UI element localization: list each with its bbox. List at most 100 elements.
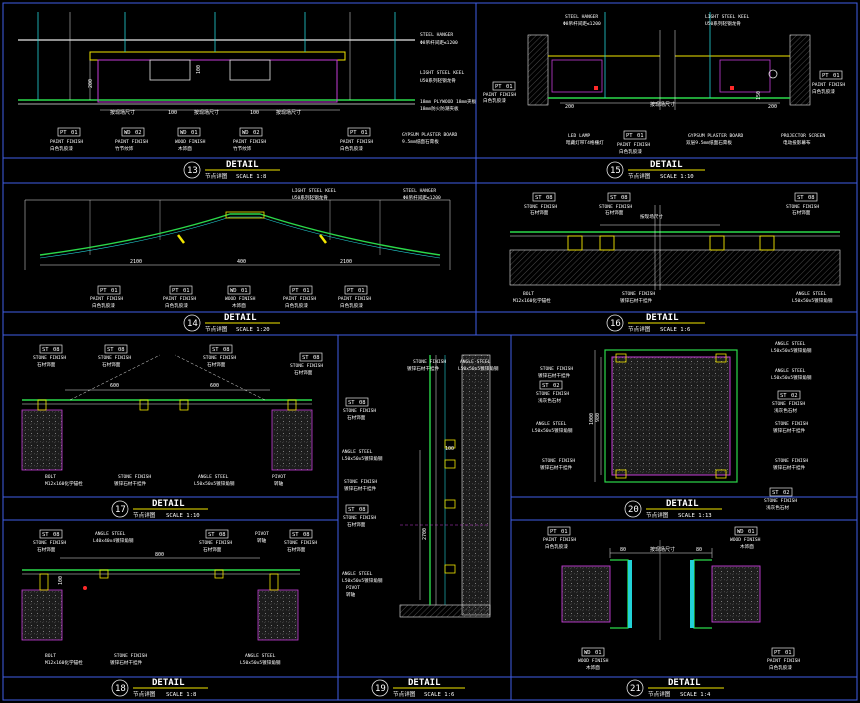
label-20-stone2-cn: 镀锌石材干挂件 <box>773 427 806 434</box>
svg-text:08: 08 <box>219 532 226 538</box>
svg-text:01: 01 <box>111 288 118 294</box>
svg-text:01: 01 <box>506 84 513 90</box>
svg-text:PT: PT <box>822 73 829 79</box>
svg-text:PAINT FINISH: PAINT FINISH <box>483 92 516 98</box>
svg-text:PAINT FINISH: PAINT FINISH <box>340 139 373 145</box>
svg-text:SCALE 1:20: SCALE 1:20 <box>236 327 270 333</box>
label-19-pivot: PIVOT <box>346 585 360 591</box>
svg-text:石材饰面: 石材饰面 <box>207 361 226 368</box>
dim-14-d2: 400 <box>237 259 246 265</box>
svg-text:01: 01 <box>191 130 198 136</box>
svg-text:SCALE 1:4: SCALE 1:4 <box>680 692 711 698</box>
title-16: 16 DETAIL 节点详图 SCALE 1:6 <box>606 313 705 333</box>
svg-text:01: 01 <box>561 529 568 535</box>
label-19-angle2: ANGLE STEEL <box>342 449 373 455</box>
svg-text:ST: ST <box>212 347 219 353</box>
svg-text:节点详图: 节点详图 <box>628 172 651 180</box>
svg-text:PT: PT <box>550 529 557 535</box>
svg-text:PT: PT <box>350 130 357 136</box>
label-13-plywood: 18mm PLYWOOD 18mm夹板 <box>420 98 477 105</box>
svg-text:白色乳胶漆: 白色乳胶漆 <box>340 145 363 152</box>
svg-text:PT: PT <box>292 288 299 294</box>
svg-text:08: 08 <box>303 532 310 538</box>
label-19-angle3: ANGLE STEEL <box>342 571 373 577</box>
label-17-angle-cn: L50x50x5镀锌角钢 <box>194 480 235 487</box>
label-14-light-keel-cn: U50系列轻钢龙骨 <box>292 194 328 201</box>
svg-text:WD: WD <box>230 288 237 294</box>
label-17-angle: ANGLE STEEL <box>198 474 229 480</box>
svg-text:白色乳胶漆: 白色乳胶漆 <box>769 664 792 671</box>
dim-18-d1: 800 <box>155 552 164 558</box>
svg-text:节点详图: 节点详图 <box>133 690 156 698</box>
detail-15-drawing <box>527 12 811 110</box>
label-20-stone2: STONE FINISH <box>775 421 808 427</box>
label-19-stone-cn: 镀锌石材干挂件 <box>407 365 440 372</box>
svg-text:02: 02 <box>135 130 142 136</box>
svg-text:WD: WD <box>737 529 744 535</box>
svg-text:20: 20 <box>628 505 639 515</box>
svg-text:STONE FINISH: STONE FINISH <box>199 540 232 546</box>
svg-text:STONE FINISH: STONE FINISH <box>290 363 323 369</box>
label-18-angle2: ANGLE STEEL <box>245 653 276 659</box>
svg-text:石材饰面: 石材饰面 <box>294 369 313 376</box>
svg-text:19: 19 <box>375 684 386 694</box>
svg-text:ST: ST <box>302 355 309 361</box>
title-17: 17 DETAIL 节点详图 SCALE 1:10 <box>111 499 208 519</box>
svg-text:08: 08 <box>546 195 553 201</box>
svg-text:PT: PT <box>100 288 107 294</box>
label-18-bolt: BOLT <box>45 653 56 659</box>
svg-text:浅灰色石材: 浅灰色石材 <box>774 407 797 414</box>
title-13: 13 DETAIL 节点详图 SCALE 1:8 <box>183 160 280 180</box>
svg-text:节点详图: 节点详图 <box>133 511 156 519</box>
svg-text:PT: PT <box>60 130 67 136</box>
svg-text:白色乳胶漆: 白色乳胶漆 <box>483 97 506 104</box>
svg-text:SCALE 1:6: SCALE 1:6 <box>424 692 454 698</box>
svg-text:PAINT FINISH: PAINT FINISH <box>233 139 266 145</box>
svg-text:ST: ST <box>535 195 542 201</box>
label-20-angle3: ANGLE STEEL <box>536 421 567 427</box>
label-18-stone-cn: 镀锌石材干挂件 <box>110 659 143 666</box>
label-13-gypsum: GYPSUM PLASTER BOARD <box>402 132 458 138</box>
svg-text:01: 01 <box>71 130 78 136</box>
detail-18-drawing <box>21 557 300 641</box>
svg-text:节点详图: 节点详图 <box>646 511 669 519</box>
label-13-steel-hanger-cn: Φ8吊杆间距≤1200 <box>420 39 458 46</box>
label-19-pivot-cn: 转轴 <box>346 591 356 598</box>
svg-text:01: 01 <box>358 288 365 294</box>
svg-text:02: 02 <box>783 490 790 496</box>
svg-text:08: 08 <box>223 347 230 353</box>
dim-14-d3: 2100 <box>340 259 352 265</box>
svg-text:竹节纹饰: 竹节纹饰 <box>233 145 252 152</box>
label-18-angle-cn: L40x40x4镀锌角钢 <box>93 537 134 544</box>
svg-text:WOOD FINISH: WOOD FINISH <box>578 658 609 664</box>
svg-text:木饰面: 木饰面 <box>178 145 192 152</box>
label-20-stone-cn: 镀锌石材干挂件 <box>538 372 571 379</box>
label-18-angle2-cn: L50x50x5镀锌角钢 <box>240 659 281 666</box>
svg-text:ST: ST <box>772 490 779 496</box>
svg-text:02: 02 <box>253 130 260 136</box>
svg-text:15: 15 <box>610 166 621 176</box>
svg-text:STONE FINISH: STONE FINISH <box>284 540 317 546</box>
label-16-stone-cn: 镀锌石材干挂件 <box>620 297 653 304</box>
label-15-projector-cn: 电动投影幕布 <box>783 139 811 146</box>
label-20-stone: STONE FINISH <box>540 366 573 372</box>
svg-text:ST: ST <box>348 400 355 406</box>
dim-13-h2: 200 <box>88 79 94 88</box>
detail-16-drawing <box>509 205 841 290</box>
svg-text:石材饰面: 石材饰面 <box>605 209 624 216</box>
svg-text:WD: WD <box>584 650 591 656</box>
label-14-steel-hanger-cn: Φ8吊杆间距≤1200 <box>403 194 441 201</box>
svg-text:WD: WD <box>180 130 187 136</box>
svg-text:DETAIL: DETAIL <box>650 160 683 170</box>
